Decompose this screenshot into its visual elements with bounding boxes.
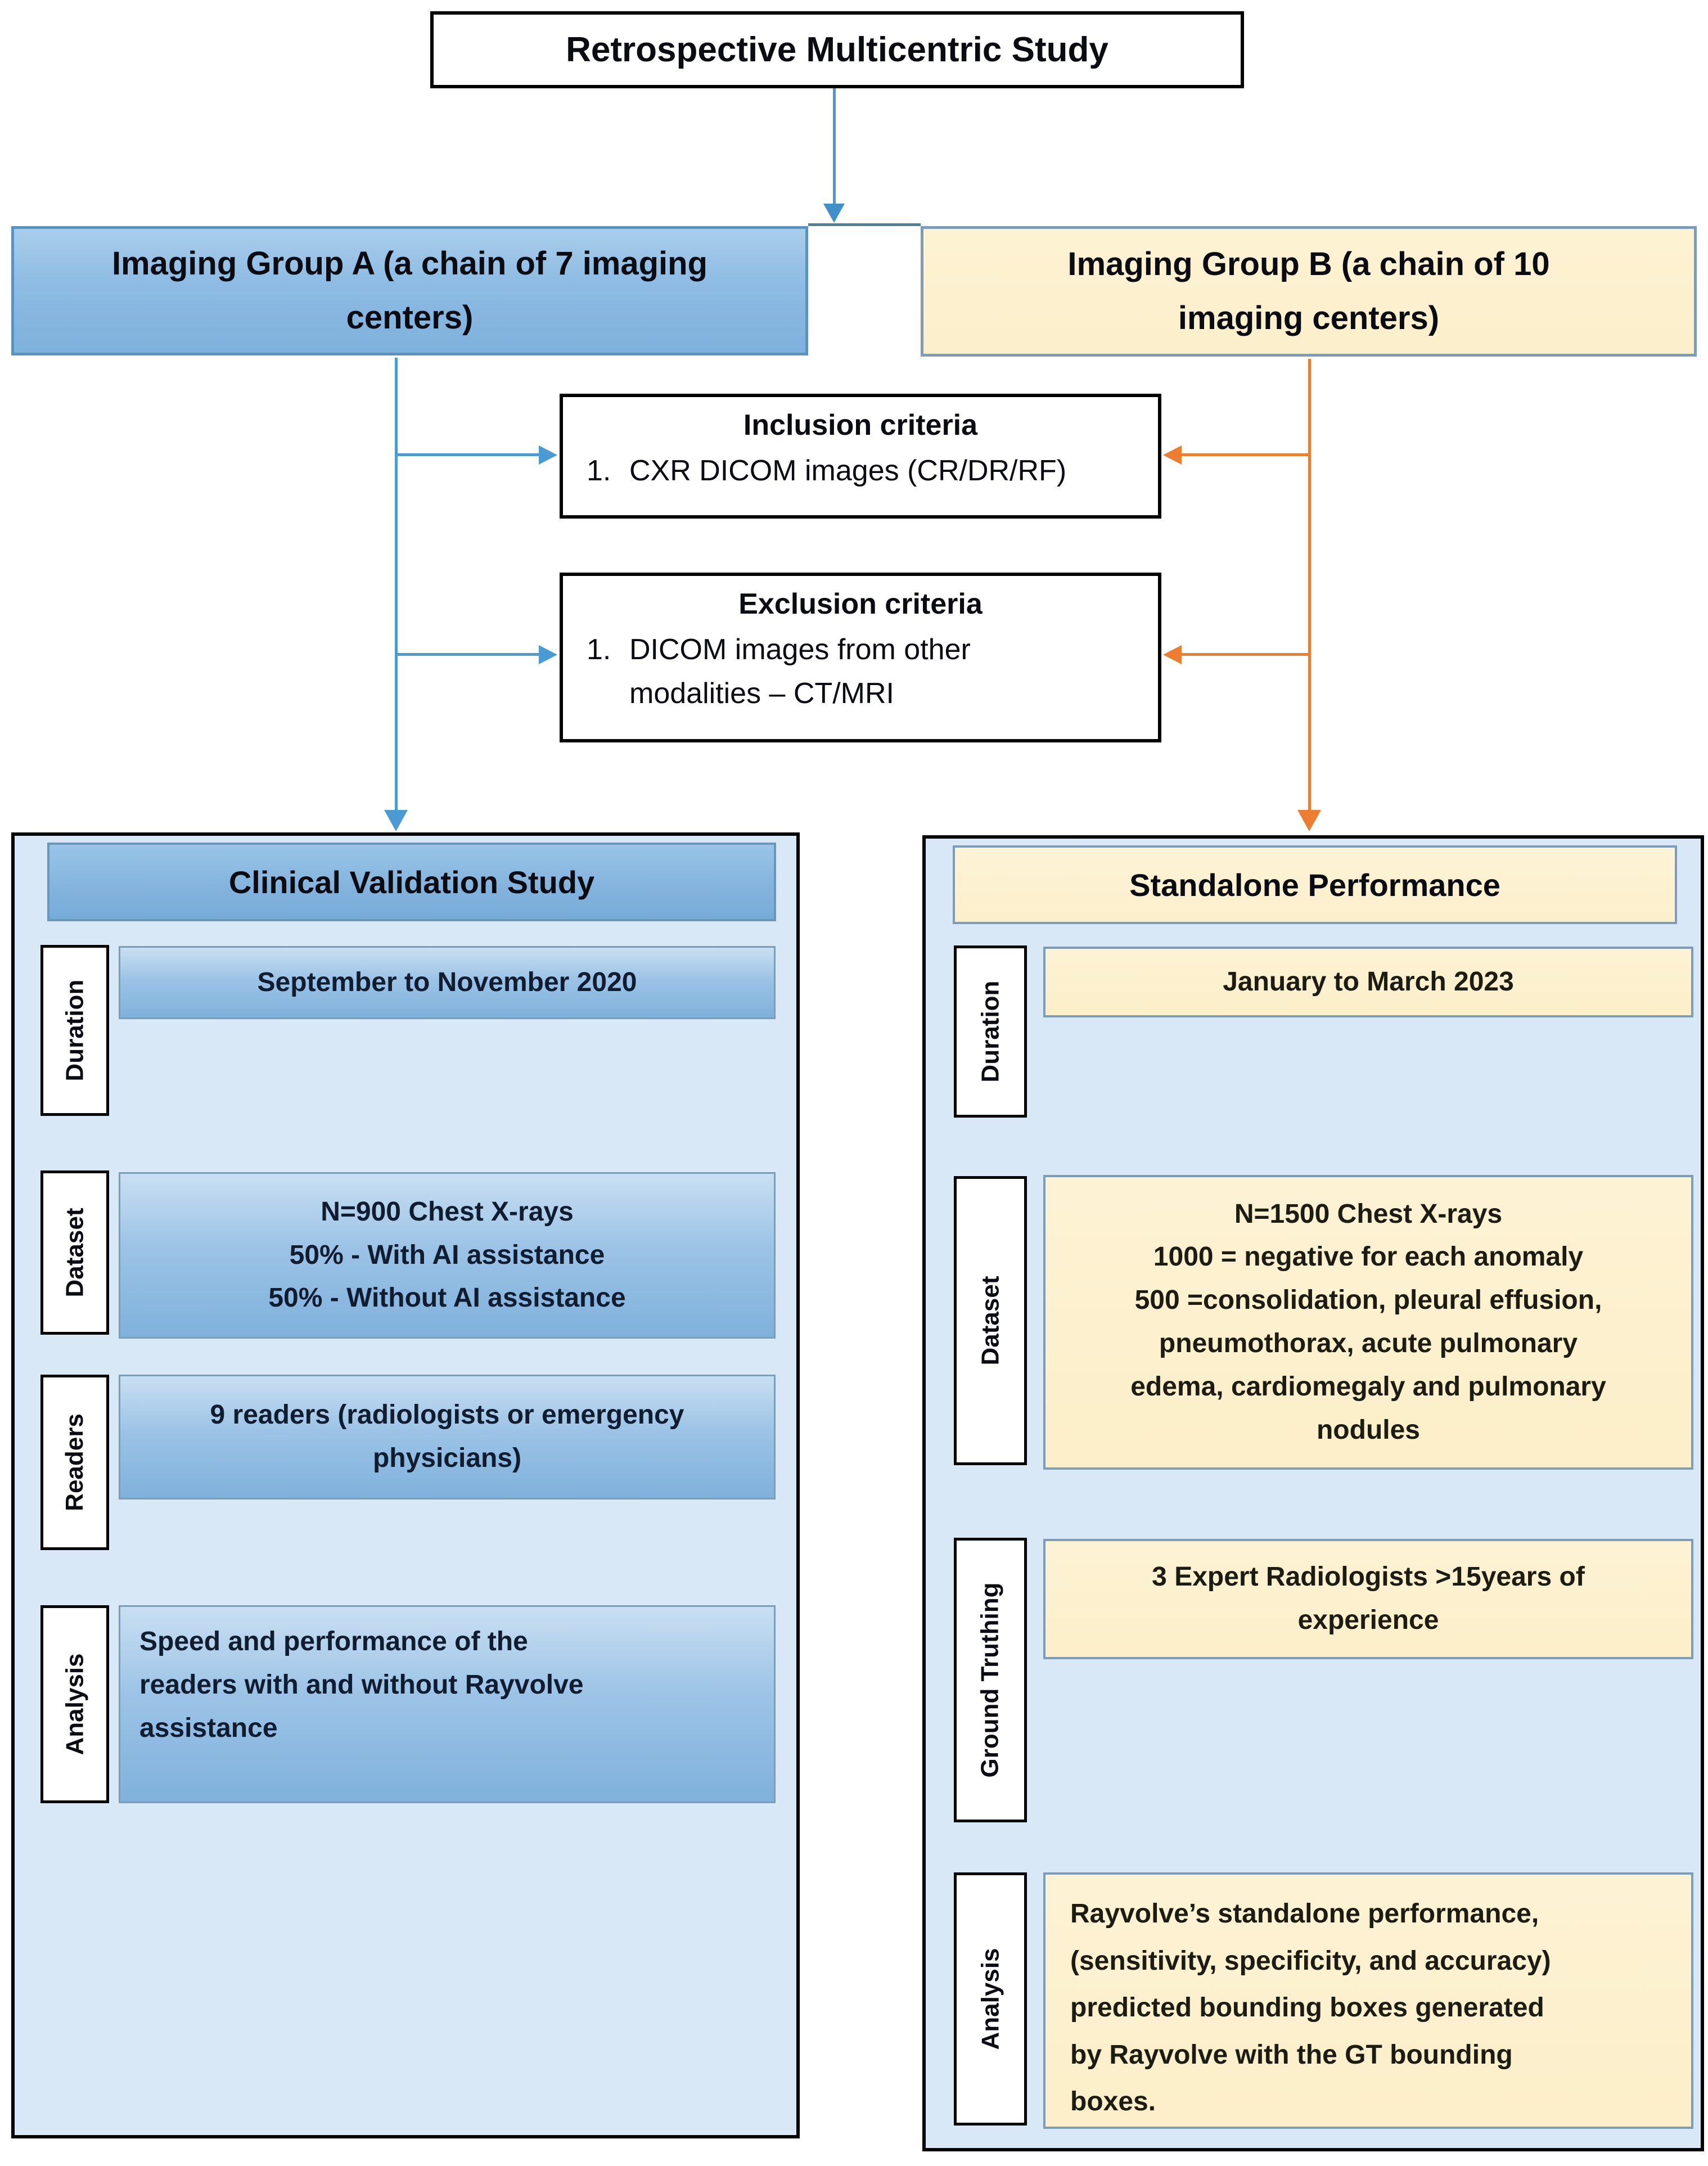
inclusion-item-number: 1. [587,454,611,487]
right-ground-truthing-label-box: Ground Truthing [954,1538,1027,1822]
right-ground-truthing-label: Ground Truthing [976,1582,1004,1778]
right-analysis-row: Rayvolve’s standalone performance, (sens… [1043,1872,1693,2129]
right-analysis-text: Rayvolve’s standalone performance, (sens… [1070,1899,1551,2117]
right-ground-truthing-row: 3 Expert Radiologists >15years of experi… [1043,1539,1693,1659]
left-analysis-text: Speed and performance of the readers wit… [139,1627,584,1743]
split-line [808,223,921,226]
imaging-group-a-box: Imaging Group A (a chain of 7 imaging ce… [11,226,808,355]
exclusion-criteria-title: Exclusion criteria [738,588,983,620]
left-duration-row: September to November 2020 [119,946,776,1019]
inclusion-criteria-item: 1. CXR DICOM images (CR/DR/RF) [587,449,1158,493]
right-dataset-text: N=1500 Chest X-rays 1000 = negative for … [1130,1199,1606,1445]
left-duration-label-box: Duration [40,945,109,1116]
group-b-branch-exclusion-line [1181,653,1310,656]
group-a-connector-line [395,358,398,810]
imaging-group-b-box: Imaging Group B (a chain of 10 imaging c… [921,226,1697,357]
left-readers-label: Readers [61,1413,89,1511]
left-analysis-label: Analysis [61,1653,89,1755]
exclusion-item-number: 1. [587,633,611,666]
right-duration-text: January to March 2023 [1223,966,1514,997]
center-connector-line [833,88,836,204]
exclusion-criteria-box: Exclusion criteria 1. DICOM images from … [560,573,1161,742]
right-duration-label-box: Duration [954,945,1027,1118]
group-b-arrowhead-exclusion-icon [1163,645,1182,664]
inclusion-item-text: CXR DICOM images (CR/DR/RF) [629,454,1067,487]
group-b-arrowhead-inclusion-icon [1163,445,1182,465]
right-dataset-label-box: Dataset [954,1176,1027,1465]
group-a-branch-inclusion-line [395,453,539,456]
left-readers-text: 9 readers (radiologists or emergency phy… [210,1400,684,1473]
top-title-box: Retrospective Multicentric Study [430,11,1244,88]
inclusion-criteria-box: Inclusion criteria 1. CXR DICOM images (… [560,394,1161,519]
left-readers-label-box: Readers [40,1375,109,1550]
right-duration-label: Duration [976,980,1004,1083]
left-analysis-label-box: Analysis [40,1605,109,1803]
right-dataset-row: N=1500 Chest X-rays 1000 = negative for … [1043,1175,1693,1470]
right-duration-row: January to March 2023 [1043,947,1693,1017]
left-duration-text: September to November 2020 [257,967,637,997]
top-title-text: Retrospective Multicentric Study [566,30,1108,69]
left-readers-row: 9 readers (radiologists or emergency phy… [119,1375,776,1499]
right-ground-truthing-text: 3 Expert Radiologists >15years of experi… [1152,1562,1585,1635]
left-dataset-label: Dataset [61,1208,88,1298]
standalone-performance-panel: Standalone Performance Duration January … [922,835,1704,2151]
left-duration-label: Duration [61,979,89,1082]
left-dataset-text: N=900 Chest X-rays 50% - With AI assista… [268,1196,626,1313]
clinical-validation-panel: Clinical Validation Study Duration Septe… [11,832,800,2138]
group-b-connector-line [1308,359,1311,810]
group-a-arrowhead-inclusion-icon [539,445,557,465]
group-a-arrowhead-exclusion-icon [539,645,557,664]
right-analysis-label-box: Analysis [954,1872,1027,2126]
center-arrowhead-down-icon [823,204,845,223]
standalone-performance-header: Standalone Performance [953,845,1677,924]
exclusion-item-text: DICOM images from other modalities – CT/… [629,633,971,710]
group-a-branch-exclusion-line [395,653,539,656]
left-dataset-row: N=900 Chest X-rays 50% - With AI assista… [119,1172,776,1339]
group-a-arrowhead-down-icon [384,810,408,831]
clinical-validation-header-text: Clinical Validation Study [228,864,595,900]
imaging-group-b-label: Imaging Group B (a chain of 10 imaging c… [1067,246,1550,336]
left-analysis-row: Speed and performance of the readers wit… [119,1605,776,1803]
standalone-performance-header-text: Standalone Performance [1129,867,1500,903]
right-dataset-label: Dataset [976,1276,1004,1366]
right-analysis-label: Analysis [976,1948,1004,2050]
left-dataset-label-box: Dataset [40,1170,109,1335]
inclusion-criteria-title: Inclusion criteria [743,409,978,442]
group-b-arrowhead-down-icon [1297,810,1321,831]
clinical-validation-header: Clinical Validation Study [47,843,776,921]
exclusion-criteria-item: 1. DICOM images from other modalities – … [587,628,1158,715]
imaging-group-a-label: Imaging Group A (a chain of 7 imaging ce… [111,245,708,336]
group-b-branch-inclusion-line [1181,453,1310,456]
